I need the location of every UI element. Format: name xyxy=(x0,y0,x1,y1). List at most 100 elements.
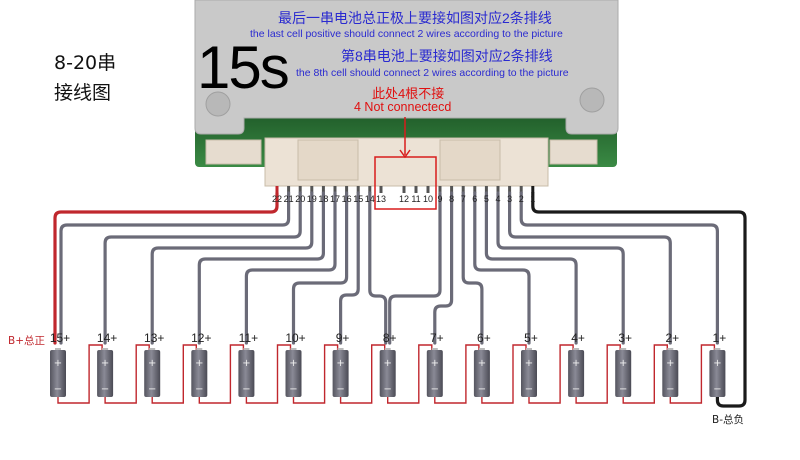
diagram-title-line2: 接线图 xyxy=(54,82,112,104)
wires xyxy=(53,191,747,408)
cell-label: 2+ xyxy=(665,331,679,345)
pin-13 xyxy=(379,186,383,193)
cell-cap xyxy=(55,348,61,351)
pin-label-14: 14 xyxy=(365,194,375,204)
pin-14 xyxy=(368,186,372,193)
series-link xyxy=(292,344,339,404)
positive-sign: + xyxy=(572,358,580,369)
small-connector-left xyxy=(205,139,262,165)
screw-icon xyxy=(205,91,231,117)
diagram-title-line1: 8-20串 xyxy=(54,52,117,74)
wire-pin-19 xyxy=(150,191,314,345)
series-link xyxy=(57,344,103,404)
series-link xyxy=(528,344,574,404)
b-minus-label: B-总负 xyxy=(712,414,744,426)
positive-sign: + xyxy=(195,358,203,369)
battery-cell-8: 8++− xyxy=(379,331,397,397)
note-last-cell-cn: 最后一串电池总正极上要接如图对应2条排线 xyxy=(278,10,552,26)
pin-label-16: 16 xyxy=(342,194,352,204)
pin-label-11: 11 xyxy=(411,194,420,204)
cell-cap xyxy=(102,348,109,351)
pin-label-3: 3 xyxy=(507,194,512,204)
screw-icon xyxy=(579,87,605,113)
cell-cap xyxy=(431,348,438,351)
battery-icon xyxy=(191,350,208,397)
cell-cap xyxy=(243,348,250,351)
negative-sign: − xyxy=(431,384,439,395)
cell-cap xyxy=(526,348,532,351)
pin-15 xyxy=(356,186,360,193)
battery-cell-4: 4++− xyxy=(568,331,585,397)
b-plus-label: B+总正 xyxy=(8,335,46,347)
battery-cell-11: 11++− xyxy=(238,331,258,397)
negative-sign: − xyxy=(666,384,674,395)
battery-icon xyxy=(615,350,632,397)
cell-label: 15+ xyxy=(50,331,70,345)
wire-pin-4 xyxy=(496,191,625,345)
wire-pin-21 xyxy=(59,191,291,345)
pin-label-22: 22 xyxy=(272,194,282,204)
battery-icon xyxy=(332,350,349,397)
positive-sign: + xyxy=(713,358,721,369)
pin-label-18: 18 xyxy=(318,194,328,204)
positive-sign: + xyxy=(148,358,156,369)
battery-icon xyxy=(568,350,585,397)
cell-cap xyxy=(714,348,721,351)
aluminium-plate xyxy=(194,0,619,135)
note-8th-cell-cn: 第8串电池上要接如图对应2条排线 xyxy=(341,48,553,64)
battery-icon xyxy=(238,350,255,397)
note-last-cell-en: the last cell positive should connect 2 … xyxy=(250,28,563,40)
wire-pin-7 xyxy=(461,191,484,345)
cell-label: 11+ xyxy=(239,331,258,345)
pin-label-7: 7 xyxy=(461,194,466,204)
wire-pin-9 xyxy=(388,191,442,345)
arrow-down-icon xyxy=(399,149,411,159)
pin-label-15: 15 xyxy=(353,194,363,204)
pin-label-1: 1 xyxy=(530,194,535,204)
battery-cell-13: 13++− xyxy=(144,331,164,397)
pin-4 xyxy=(496,186,500,193)
negative-sign: − xyxy=(478,384,486,395)
cell-label: 5+ xyxy=(524,331,538,345)
cell-cap xyxy=(149,348,156,351)
wire-pin-15 xyxy=(339,191,360,345)
negative-sign: − xyxy=(101,384,109,395)
series-link xyxy=(104,344,150,404)
wire-pin-16 xyxy=(291,191,349,345)
positive-sign: + xyxy=(336,358,344,369)
positive-sign: + xyxy=(54,358,62,369)
pin-8 xyxy=(450,186,454,193)
battery-icon xyxy=(473,350,490,397)
negative-sign: − xyxy=(384,384,392,395)
battery-icon xyxy=(97,350,114,397)
pin-label-19: 19 xyxy=(307,194,317,204)
series-link xyxy=(622,344,668,404)
pin-6 xyxy=(473,186,477,193)
pin-18 xyxy=(321,186,325,193)
cell-cap xyxy=(667,348,674,351)
wire-pin-6 xyxy=(473,191,531,345)
series-link xyxy=(198,344,245,404)
negative-sign: − xyxy=(242,384,250,395)
pin-label-17: 17 xyxy=(330,194,340,204)
pin-label-2: 2 xyxy=(519,194,524,204)
negative-sign: − xyxy=(619,384,627,395)
cell-label: 14+ xyxy=(97,331,117,345)
cell-cap xyxy=(337,348,344,351)
pin-label-8: 8 xyxy=(449,194,454,204)
battery-icon xyxy=(285,350,302,397)
series-count-label: 15s xyxy=(197,34,290,101)
cell-label: 12+ xyxy=(191,331,211,345)
battery-icon xyxy=(50,350,66,397)
pin-10 xyxy=(426,186,430,193)
series-link xyxy=(575,344,621,404)
not-connected-en: 4 Not connectecd xyxy=(354,100,452,114)
series-link xyxy=(387,344,433,404)
pin-17 xyxy=(333,186,337,193)
cell-cap xyxy=(573,348,580,351)
pin-11 xyxy=(414,186,418,193)
connector-latch xyxy=(439,139,501,181)
pin-label-20: 20 xyxy=(295,194,305,204)
battery-cell-3: 3++− xyxy=(615,331,632,397)
